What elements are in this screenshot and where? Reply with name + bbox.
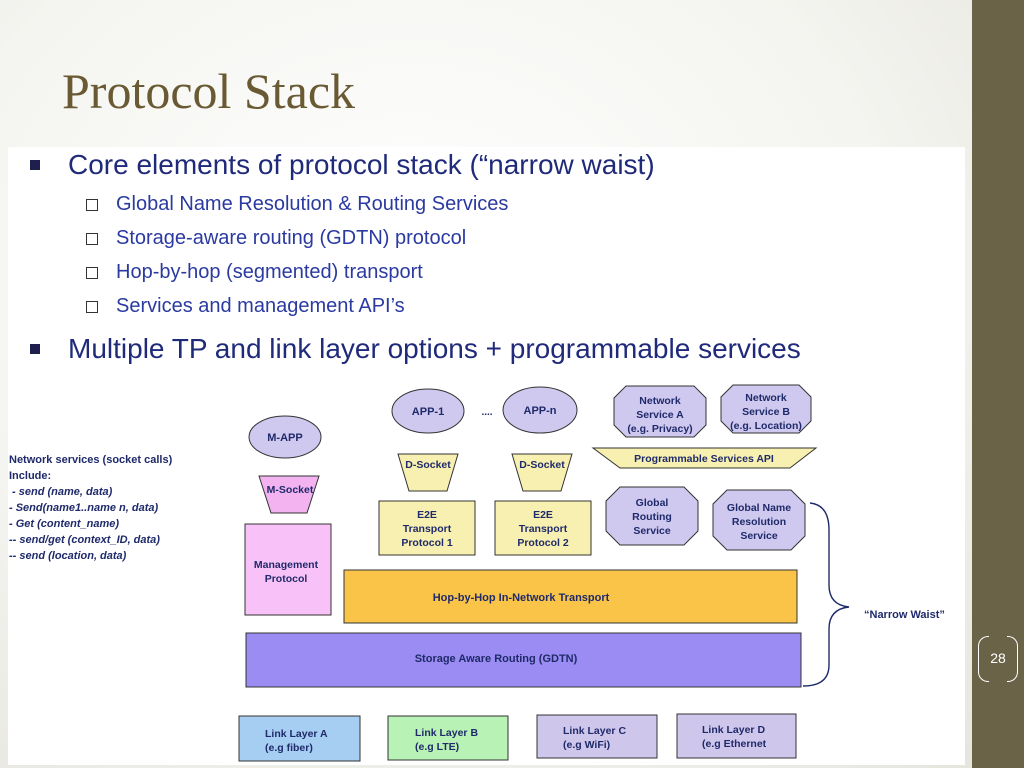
svg-text:Service: Service — [633, 525, 671, 537]
hollow-square-bullet-icon — [86, 199, 98, 211]
note-line: Include: — [9, 470, 51, 482]
svg-text:Service: Service — [740, 530, 778, 542]
management-protocol: Management Protocol — [244, 523, 332, 616]
socket-calls-note: Network services (socket calls) Include:… — [9, 454, 173, 562]
square-bullet-icon — [30, 344, 40, 354]
note-line: -- send/get (context_ID, data) — [9, 534, 160, 546]
svg-text:Transport: Transport — [519, 523, 568, 535]
svg-text:E2E: E2E — [533, 509, 553, 521]
svg-text:(e.g Ethernet: (e.g Ethernet — [702, 738, 767, 750]
link-layer-a: Link Layer A (e.g fiber) — [238, 715, 361, 762]
svg-text:Network: Network — [745, 392, 787, 404]
narrow-waist-label: “Narrow Waist” — [864, 609, 945, 621]
note-line: Network services (socket calls) — [9, 454, 173, 466]
svg-text:Network: Network — [639, 395, 681, 407]
m-app-node: M-APP — [248, 415, 322, 459]
svg-text:Resolution: Resolution — [732, 516, 786, 528]
svg-text:Link Layer B: Link Layer B — [415, 727, 478, 739]
page-number: 28 — [990, 650, 1006, 666]
svg-text:Protocol 1: Protocol 1 — [401, 537, 453, 549]
note-line: - send (name, data) — [9, 486, 113, 498]
svg-text:Transport: Transport — [403, 523, 452, 535]
svg-text:Global: Global — [636, 497, 669, 509]
svg-text:E2E: E2E — [417, 509, 437, 521]
link-layer-c: Link Layer C (e.g WiFi) — [536, 714, 658, 759]
note-line: - Send(name1..name n, data) — [9, 502, 158, 514]
svg-text:Link Layer C: Link Layer C — [563, 725, 626, 737]
svg-text:Protocol: Protocol — [265, 573, 308, 585]
svg-text:Global Name: Global Name — [727, 502, 791, 514]
e2e-transport-protocol-1: E2E Transport Protocol 1 — [378, 500, 476, 556]
apps-ellipsis: .... — [481, 407, 492, 418]
e2e-transport-protocol-2: E2E Transport Protocol 2 — [494, 500, 592, 556]
svg-text:D-Socket: D-Socket — [519, 459, 565, 471]
d-socket-2: D-Socket — [511, 453, 573, 492]
global-routing-service: Global Routing Service — [605, 486, 699, 546]
svg-text:(e.g fiber): (e.g fiber) — [265, 742, 313, 754]
svg-text:Link Layer D: Link Layer D — [702, 724, 765, 736]
hollow-square-bullet-icon — [86, 267, 98, 279]
svg-text:Storage Aware Routing (GDTN): Storage Aware Routing (GDTN) — [415, 653, 578, 665]
note-line: -- send (location, data) — [9, 550, 127, 562]
network-service-a: Network Service A (e.g. Privacy) — [613, 385, 707, 438]
network-service-b: Network Service B (e.g. Location) — [720, 384, 812, 434]
hop-by-hop-transport-layer: Hop-by-Hop In-Network Transport — [343, 569, 798, 624]
svg-text:(e.g WiFi): (e.g WiFi) — [563, 739, 610, 751]
svg-text:Link Layer A: Link Layer A — [265, 728, 328, 740]
slide-title: Protocol Stack — [62, 63, 356, 119]
app-1-node: APP-1 — [391, 388, 465, 434]
m-socket: M-Socket — [258, 475, 320, 514]
hollow-square-bullet-icon — [86, 301, 98, 313]
svg-text:Programmable Services API: Programmable Services API — [634, 453, 774, 465]
svg-text:M-APP: M-APP — [267, 432, 302, 444]
svg-text:Service A: Service A — [636, 409, 684, 421]
square-bullet-icon — [30, 160, 40, 170]
d-socket-1: D-Socket — [397, 453, 459, 492]
note-line: - Get (content_name) — [9, 518, 119, 530]
svg-text:APP-1: APP-1 — [412, 406, 444, 418]
svg-text:(e.g. Privacy): (e.g. Privacy) — [627, 423, 692, 435]
programmable-services-api: Programmable Services API — [591, 447, 818, 469]
svg-text:M-Socket: M-Socket — [267, 484, 314, 496]
svg-text:Hop-by-Hop In-Network Transpor: Hop-by-Hop In-Network Transport — [433, 592, 610, 604]
narrow-waist-brace — [802, 502, 850, 687]
svg-text:Service B: Service B — [742, 406, 790, 418]
storage-aware-routing-layer: Storage Aware Routing (GDTN) — [245, 632, 802, 688]
link-layer-b: Link Layer B (e.g LTE) — [387, 715, 509, 761]
svg-text:(e.g. Location): (e.g. Location) — [730, 420, 802, 432]
hollow-square-bullet-icon — [86, 233, 98, 245]
svg-text:Management: Management — [254, 559, 319, 571]
app-n-node: APP-n — [502, 386, 578, 434]
svg-text:D-Socket: D-Socket — [405, 459, 451, 471]
svg-text:Protocol 2: Protocol 2 — [517, 537, 569, 549]
global-name-resolution-service: Global Name Resolution Service — [712, 489, 806, 551]
svg-text:(e.g LTE): (e.g LTE) — [415, 741, 459, 753]
svg-text:APP-n: APP-n — [524, 405, 557, 417]
svg-text:Routing: Routing — [632, 511, 672, 523]
page-number-badge: 28 — [978, 636, 1018, 682]
link-layer-d: Link Layer D (e.g Ethernet — [676, 713, 797, 759]
